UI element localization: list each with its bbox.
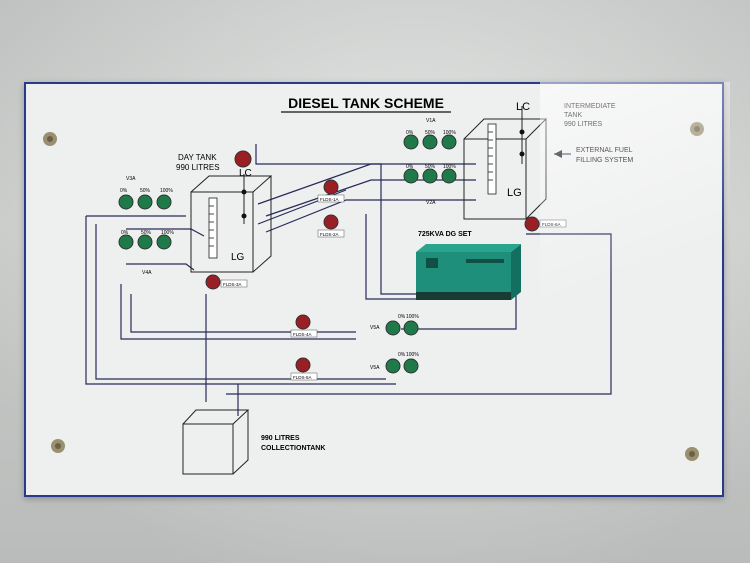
valve-label-v4a: V4A xyxy=(142,270,152,276)
valve-group-v3a: V3A 0% 50% 100% xyxy=(118,176,173,210)
flds-3a-label: FLDS-3A xyxy=(223,282,242,287)
day-tank-label: DAY TANK xyxy=(178,153,217,162)
screw-icon xyxy=(685,447,699,461)
percent-100: 100% xyxy=(406,314,419,320)
intermediate-label: INTERMEDIATE xyxy=(564,103,616,110)
percent-100: 100% xyxy=(443,164,456,170)
valve-group-v2a: 0% 50% 100% V2A xyxy=(403,164,457,206)
red-lamp-icon xyxy=(234,150,252,168)
valve-label-v6a: V5A xyxy=(370,365,380,371)
green-lamp-icon xyxy=(441,134,457,150)
day-tank-float-icon xyxy=(241,189,247,195)
dg-set xyxy=(416,244,521,300)
panel-title: DIESEL TANK SCHEME xyxy=(288,95,444,111)
percent-100: 100% xyxy=(406,352,419,358)
flds-3a: FLDS-3A xyxy=(205,274,248,290)
percent-0: 0% xyxy=(406,130,414,136)
day-tank-level-gauge xyxy=(208,197,218,259)
valve-group-v6a: 0% 100% V5A xyxy=(370,352,419,374)
percent-0: 0% xyxy=(398,352,406,358)
green-lamp-icon xyxy=(441,168,457,184)
screw-icon xyxy=(51,439,65,453)
green-lamp-icon xyxy=(403,358,419,374)
valve-label-v5a: V5A xyxy=(370,325,380,331)
percent-0: 0% xyxy=(121,230,129,236)
percent-50: 50% xyxy=(425,164,436,170)
valve-group-v4a: 0% 50% 100% V4A xyxy=(118,230,174,276)
pipe-network xyxy=(85,144,612,416)
intermediate-tank xyxy=(463,118,548,220)
day-tank-capacity: 990 LITRES xyxy=(176,163,220,172)
percent-50: 50% xyxy=(141,230,152,236)
flds-lamp-top xyxy=(234,150,252,168)
green-lamp-icon xyxy=(403,168,419,184)
intermediate-float-icon xyxy=(519,151,525,157)
percent-0: 0% xyxy=(406,164,414,170)
green-lamp-icon xyxy=(156,234,172,250)
valve-group-v5a: 0% 100% V5A xyxy=(370,314,419,336)
day-tank-lc: LC xyxy=(239,168,252,179)
percent-100: 100% xyxy=(443,130,456,136)
percent-100: 100% xyxy=(161,230,174,236)
red-lamp-icon xyxy=(323,214,339,230)
green-lamp-icon xyxy=(422,168,438,184)
collection-tank xyxy=(182,409,250,475)
red-lamp-icon xyxy=(295,314,311,330)
screw-icon xyxy=(43,132,57,146)
flds-6a: FLDS-6A xyxy=(524,216,567,232)
percent-0: 0% xyxy=(120,188,128,194)
flds-6a-label: FLDS-6A xyxy=(542,222,561,227)
percent-100: 100% xyxy=(160,188,173,194)
flds-2a-label: FLDS-2A xyxy=(320,232,339,237)
red-lamp-icon xyxy=(323,179,339,195)
green-lamp-icon xyxy=(137,194,153,210)
flds-4a-label: FLDS-4A xyxy=(293,332,312,337)
green-lamp-icon xyxy=(156,194,172,210)
day-tank xyxy=(190,175,273,273)
screw-icon xyxy=(690,122,704,136)
intermediate-float-icon xyxy=(519,129,525,135)
green-lamp-icon xyxy=(403,134,419,150)
red-lamp-icon xyxy=(524,216,540,232)
flds-4a: FLDS-4A xyxy=(290,314,318,338)
intermediate-lc: LC xyxy=(516,101,530,113)
collection-capacity: 990 LITRES xyxy=(261,435,300,442)
green-lamp-icon xyxy=(403,320,419,336)
green-lamp-icon xyxy=(422,134,438,150)
valve-label-v1a: V1A xyxy=(426,118,436,124)
green-lamp-icon xyxy=(118,194,134,210)
valve-label-v2a: V2A xyxy=(426,200,436,206)
arrow-icon xyxy=(554,150,562,158)
valve-group-v1a: V1A 0% 50% 100% xyxy=(403,118,457,150)
external-fuel-line1: EXTERNAL FUEL xyxy=(576,147,633,154)
intermediate-label2: TANK xyxy=(564,112,582,119)
flds-2a: FLDS-2A xyxy=(317,214,345,238)
flds-5a-label: FLDS-5A xyxy=(293,375,312,380)
flds-1a: FLDS-1A xyxy=(317,179,345,203)
percent-0: 0% xyxy=(398,314,406,320)
scheme-panel: DIESEL TANK SCHEME xyxy=(24,82,724,497)
intermediate-capacity: 990 LITRES xyxy=(564,121,602,128)
scheme-diagram: DIESEL TANK SCHEME xyxy=(43,95,704,475)
external-fuel-line2: FILLING SYSTEM xyxy=(576,157,633,164)
green-lamp-icon xyxy=(137,234,153,250)
day-tank-float-icon xyxy=(241,213,247,219)
flds-5a: FLDS-5A xyxy=(290,357,318,381)
red-lamp-icon xyxy=(295,357,311,373)
percent-50: 50% xyxy=(140,188,151,194)
valve-label-v3a: V3A xyxy=(126,176,136,182)
collection-label: COLLECTIONTANK xyxy=(261,445,325,452)
green-lamp-icon xyxy=(385,320,401,336)
intermediate-tank-level-gauge xyxy=(487,123,497,195)
red-lamp-icon xyxy=(205,274,221,290)
green-lamp-icon xyxy=(118,234,134,250)
dg-set-label: 725KVA DG SET xyxy=(418,231,472,238)
flds-1a-label: FLDS-1A xyxy=(320,197,339,202)
percent-50: 50% xyxy=(425,130,436,136)
intermediate-lg: LG xyxy=(507,187,522,199)
green-lamp-icon xyxy=(385,358,401,374)
day-tank-lg: LG xyxy=(231,252,245,263)
